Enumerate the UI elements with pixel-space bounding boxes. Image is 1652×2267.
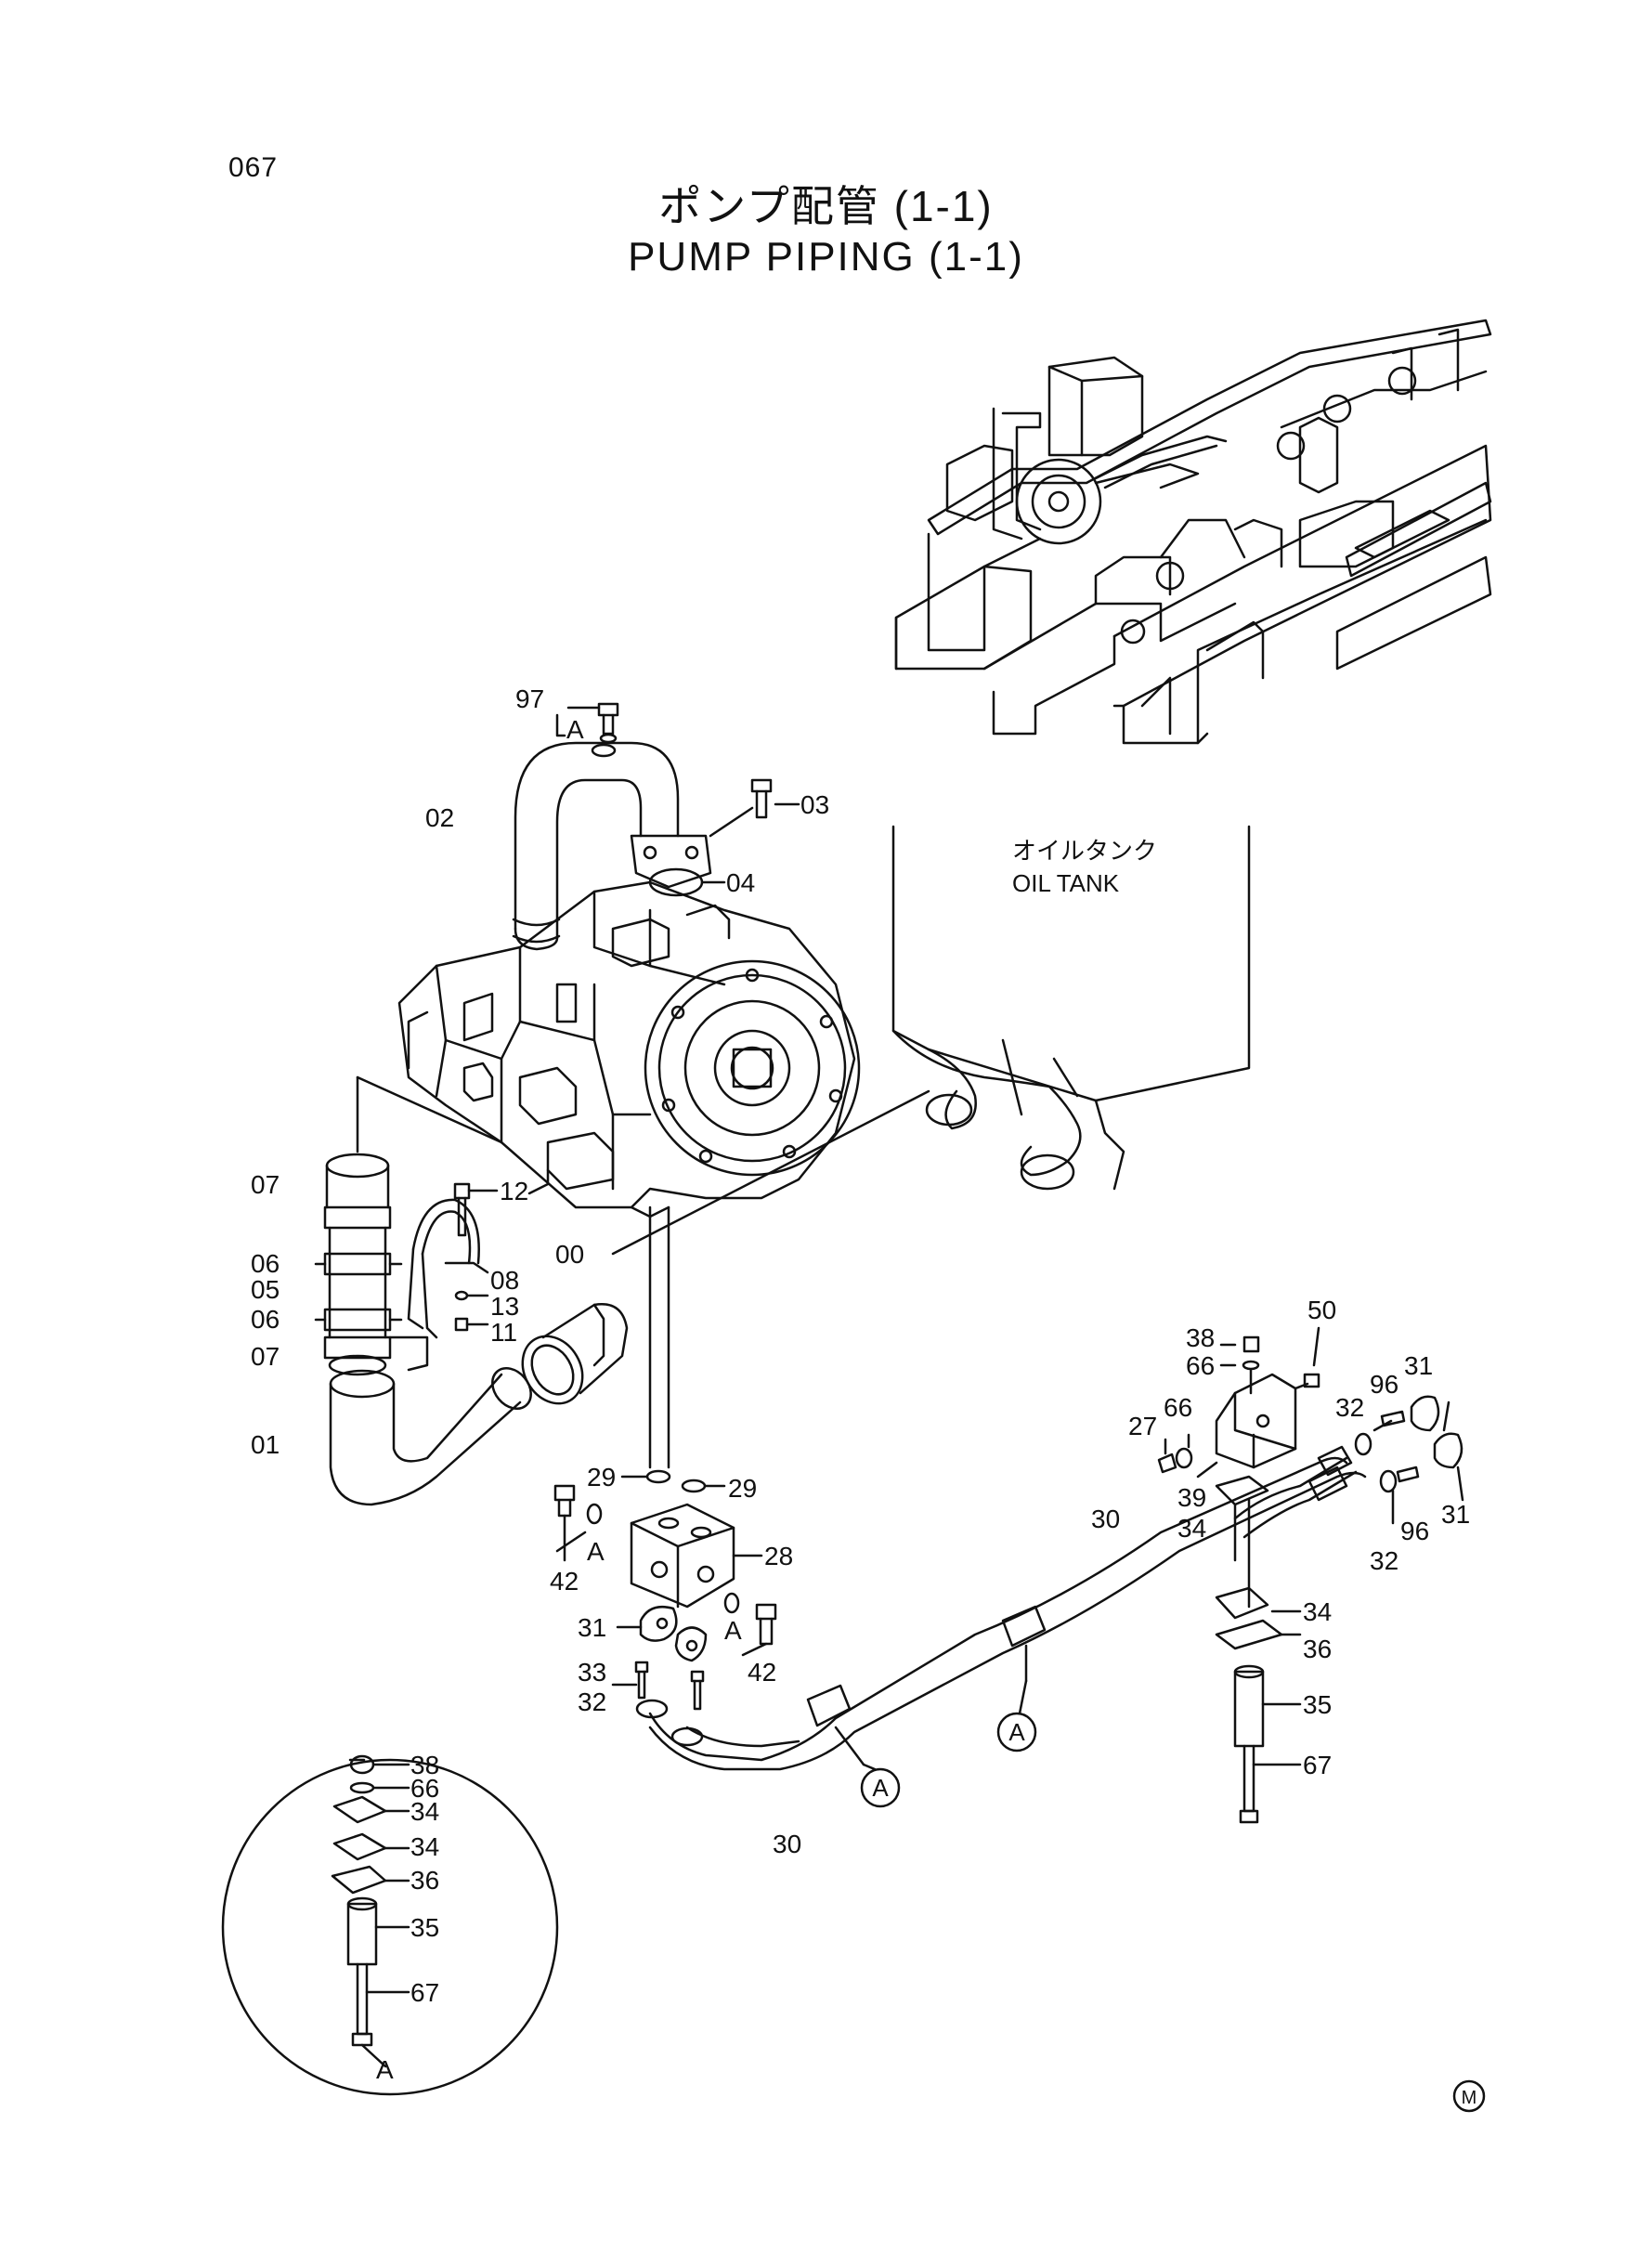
callout-32: 32 — [1370, 1546, 1398, 1575]
split-flanges-31 — [611, 1605, 708, 1711]
callout-34: 34 — [1177, 1514, 1206, 1543]
suction-pipe-02 — [512, 741, 712, 951]
callout-30: 30 — [1091, 1505, 1120, 1533]
clamp-08 — [407, 1182, 499, 1339]
plug-42-right — [723, 1592, 777, 1657]
callout-66: 66 — [1164, 1393, 1192, 1422]
callout-05: 05 — [251, 1275, 280, 1304]
footer-mark — [1452, 2079, 1486, 2113]
callout-38: 38 — [410, 1751, 439, 1779]
callout-a: A — [376, 2055, 394, 2084]
callout-42: 42 — [748, 1658, 776, 1687]
title-japanese: ポンプ配管 (1-1) — [658, 182, 994, 230]
callout-50: 50 — [1307, 1296, 1336, 1324]
callout-29: 29 — [587, 1463, 616, 1492]
callout-33: 33 — [578, 1658, 606, 1687]
oil-tank — [891, 825, 1251, 1191]
callout-66: 66 — [1186, 1351, 1215, 1380]
callout-32: 32 — [1335, 1393, 1364, 1422]
footer-mark-label: M — [1462, 2088, 1477, 2108]
callout-36: 36 — [1303, 1635, 1332, 1663]
right-fittings — [1354, 1395, 1464, 1525]
hose-clamp-2 — [1001, 1605, 1047, 1648]
callout-34: 34 — [410, 1832, 439, 1861]
bolt-03 — [709, 778, 800, 838]
oil-tank-label-en: OIL TANK — [1012, 869, 1120, 897]
callout-02: 02 — [425, 803, 454, 832]
callout-38: 38 — [1186, 1323, 1215, 1352]
hose-clamp-34-upper — [1215, 1475, 1269, 1506]
callout-31: 31 — [1404, 1351, 1433, 1380]
callout-07: 07 — [251, 1342, 280, 1371]
callout-30: 30 — [773, 1830, 801, 1858]
callout-12: 12 — [500, 1177, 528, 1205]
callout-07: 07 — [251, 1170, 280, 1199]
callout-66: 66 — [410, 1774, 439, 1803]
callout-96: 96 — [1400, 1517, 1429, 1545]
callout-34: 34 — [1303, 1597, 1332, 1626]
plug-42-left — [553, 1484, 603, 1562]
callout-35: 35 — [410, 1913, 439, 1942]
callout-31: 31 — [1441, 1500, 1470, 1529]
callout-00: 00 — [555, 1240, 584, 1269]
section-marker-a-2 — [860, 1767, 901, 1808]
elbow-pipe-01 — [329, 1335, 532, 1506]
manifold-block-28 — [630, 1503, 763, 1609]
callout-06: 06 — [251, 1305, 280, 1334]
section-marker-a-1-label: A — [1008, 1718, 1025, 1746]
callout-08: 08 — [490, 1266, 519, 1295]
hose-clamp-1 — [806, 1684, 852, 1727]
bracket-39 — [1157, 1326, 1320, 1479]
callout-96: 96 — [1370, 1370, 1398, 1399]
callout-a: A — [587, 1537, 605, 1566]
section-marker-a-1 — [996, 1712, 1037, 1752]
clamp-stack-right — [1215, 1586, 1302, 1824]
suction-hose-assembly — [314, 1153, 403, 1376]
callout-27: 27 — [1128, 1412, 1157, 1440]
machine-frame-inset — [894, 319, 1492, 745]
callout-a: A — [724, 1616, 742, 1645]
callout-34: 34 — [410, 1797, 439, 1826]
callout-04: 04 — [726, 868, 755, 897]
callout-32: 32 — [578, 1687, 606, 1716]
callout-67: 67 — [410, 1978, 439, 2007]
oil-tank-label-jp: オイルタンク — [1012, 837, 1157, 865]
detail-view-a — [221, 1754, 559, 2096]
callout-06: 06 — [251, 1249, 280, 1278]
callout-11: 11 — [490, 1318, 517, 1347]
callout-28: 28 — [764, 1542, 793, 1570]
callout-36: 36 — [410, 1866, 439, 1895]
callout-29: 29 — [728, 1474, 757, 1503]
callout-03: 03 — [800, 790, 829, 819]
callout-39: 39 — [1177, 1483, 1206, 1512]
callout-13: 13 — [490, 1292, 519, 1321]
callout-01: 01 — [251, 1430, 280, 1459]
bolt-97 — [555, 702, 619, 744]
callout-31: 31 — [578, 1613, 606, 1642]
hoses-30 — [635, 1445, 1367, 1771]
page-number: 067 — [228, 152, 279, 183]
callout-67: 67 — [1303, 1751, 1332, 1779]
adapter-00 — [521, 1303, 629, 1405]
callout-42: 42 — [550, 1567, 579, 1596]
callout-a: A — [566, 715, 584, 744]
callout-97: 97 — [515, 684, 544, 713]
title-english: PUMP PIPING (1-1) — [628, 234, 1024, 280]
callout-35: 35 — [1303, 1690, 1332, 1719]
main-pump — [397, 880, 861, 1218]
section-marker-a-2-label: A — [872, 1774, 889, 1802]
